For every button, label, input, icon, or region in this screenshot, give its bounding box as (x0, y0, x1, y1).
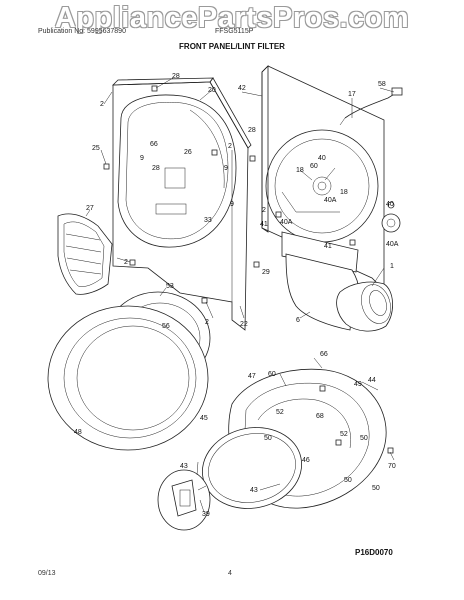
callout-9: 9 (230, 201, 234, 208)
lint-duct[interactable] (281, 231, 395, 332)
revision-date: 09/13 (38, 570, 56, 577)
callout-9: 9 (140, 155, 144, 162)
callout-56: 56 (162, 323, 170, 330)
leader-lines (85, 77, 395, 513)
sensor-bracket[interactable] (381, 201, 401, 233)
page-number: 4 (228, 570, 232, 577)
callout-41: 41 (324, 243, 332, 250)
callout-33: 33 (204, 217, 212, 224)
callout-60: 60 (310, 163, 318, 170)
callout-43: 43 (250, 487, 258, 494)
callout-25: 25 (92, 145, 100, 152)
callout-45: 45 (200, 415, 208, 422)
callout-28: 28 (172, 73, 180, 80)
callout-52: 52 (340, 431, 348, 438)
callout-28: 28 (248, 127, 256, 134)
callout-22: 22 (240, 321, 248, 328)
callout-2: 2 (100, 101, 104, 108)
callout-66: 66 (150, 141, 158, 148)
callout-53: 53 (166, 283, 174, 290)
callout-40A: 40A (280, 219, 293, 226)
callout-18: 18 (296, 167, 304, 174)
rear-bulkhead[interactable] (261, 65, 385, 291)
callout-50: 50 (264, 435, 272, 442)
callout-1: 1 (390, 263, 394, 270)
callout-60: 60 (268, 371, 276, 378)
door-window[interactable] (195, 418, 309, 517)
callout-44: 44 (368, 377, 376, 384)
callout-26: 26 (184, 149, 192, 156)
callout-2: 2 (228, 143, 232, 150)
outer-door[interactable] (47, 305, 209, 451)
callout-41: 41 (260, 221, 268, 228)
lint-filter[interactable] (57, 213, 113, 295)
callout-9: 9 (224, 165, 228, 172)
callout-58: 58 (378, 81, 386, 88)
callout-40A: 40A (324, 197, 337, 204)
callout-66: 66 (320, 351, 328, 358)
callout-50: 50 (344, 477, 352, 484)
callout-39: 39 (202, 511, 210, 518)
callout-40: 40 (386, 201, 394, 208)
publication-number: Publication No: 5995637890 (38, 28, 126, 35)
callout-2: 2 (124, 259, 128, 266)
diagram-title: FRONT PANEL/LINT FILTER (179, 42, 285, 51)
callout-18: 18 (340, 189, 348, 196)
callout-49: 49 (354, 381, 362, 388)
callout-2: 2 (262, 207, 266, 214)
callout-40: 40 (318, 155, 326, 162)
callout-50: 50 (360, 435, 368, 442)
callout-6: 6 (296, 317, 300, 324)
screws (103, 85, 394, 454)
front-panel[interactable] (112, 77, 252, 331)
callout-28: 28 (152, 165, 160, 172)
callout-42: 42 (238, 85, 246, 92)
callout-27: 27 (86, 205, 94, 212)
callout-labels: 28 2 20 42 17 58 28 25 66 2 26 9 28 9 9 … (74, 73, 399, 518)
diagram-code: P16D0070 (355, 548, 393, 557)
callout-70: 70 (388, 463, 396, 470)
callout-48: 48 (74, 429, 82, 436)
site-watermark: AppliancePartsPros.com (54, 2, 410, 34)
hinge-detail[interactable] (157, 469, 211, 531)
callout-68: 68 (316, 413, 324, 420)
model-number: FFSG5115P (215, 28, 254, 35)
callout-17: 17 (348, 91, 356, 98)
callout-40A: 40A (386, 241, 399, 248)
callout-2: 2 (205, 319, 209, 326)
callout-43: 43 (180, 463, 188, 470)
callout-20: 20 (208, 87, 216, 94)
callout-29: 29 (262, 269, 270, 276)
callout-52: 52 (276, 409, 284, 416)
callout-46: 46 (302, 457, 310, 464)
callout-47: 47 (248, 373, 256, 380)
callout-50: 50 (372, 485, 380, 492)
